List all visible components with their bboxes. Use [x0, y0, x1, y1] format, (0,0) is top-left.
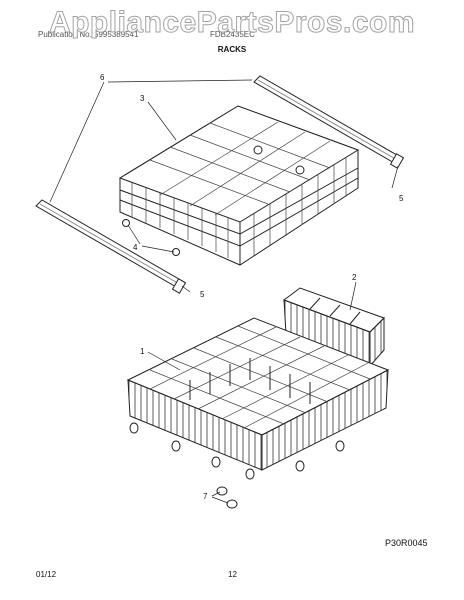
callout-4: 4 — [133, 243, 138, 252]
rack-rail-upper — [253, 75, 405, 169]
footer-date: 01/12 — [36, 570, 57, 579]
silverware-basket — [282, 287, 385, 368]
upper-rack — [118, 105, 360, 266]
section-title: RACKS — [217, 45, 247, 54]
model-number: FDB2435EC — [210, 30, 255, 39]
rack-wheels-upper — [122, 219, 180, 256]
page-number: 12 — [228, 570, 237, 579]
callout-5-upper: 5 — [399, 194, 404, 203]
rack-wheels-lower — [129, 422, 345, 480]
callout-leaders — [49, 79, 399, 504]
callout-3: 3 — [140, 94, 145, 103]
callout-1: 1 — [140, 347, 145, 356]
publication-number: Publication No. 5995389541 — [38, 30, 139, 39]
lower-rack — [126, 317, 390, 471]
drawing-code: P30R0045 — [385, 538, 428, 548]
rack-rail-lower — [35, 199, 187, 294]
callout-5-lower: 5 — [200, 290, 205, 299]
loose-wheels — [216, 486, 238, 509]
callout-2: 2 — [352, 273, 357, 282]
callout-6: 6 — [100, 73, 105, 82]
callout-7: 7 — [203, 492, 208, 501]
